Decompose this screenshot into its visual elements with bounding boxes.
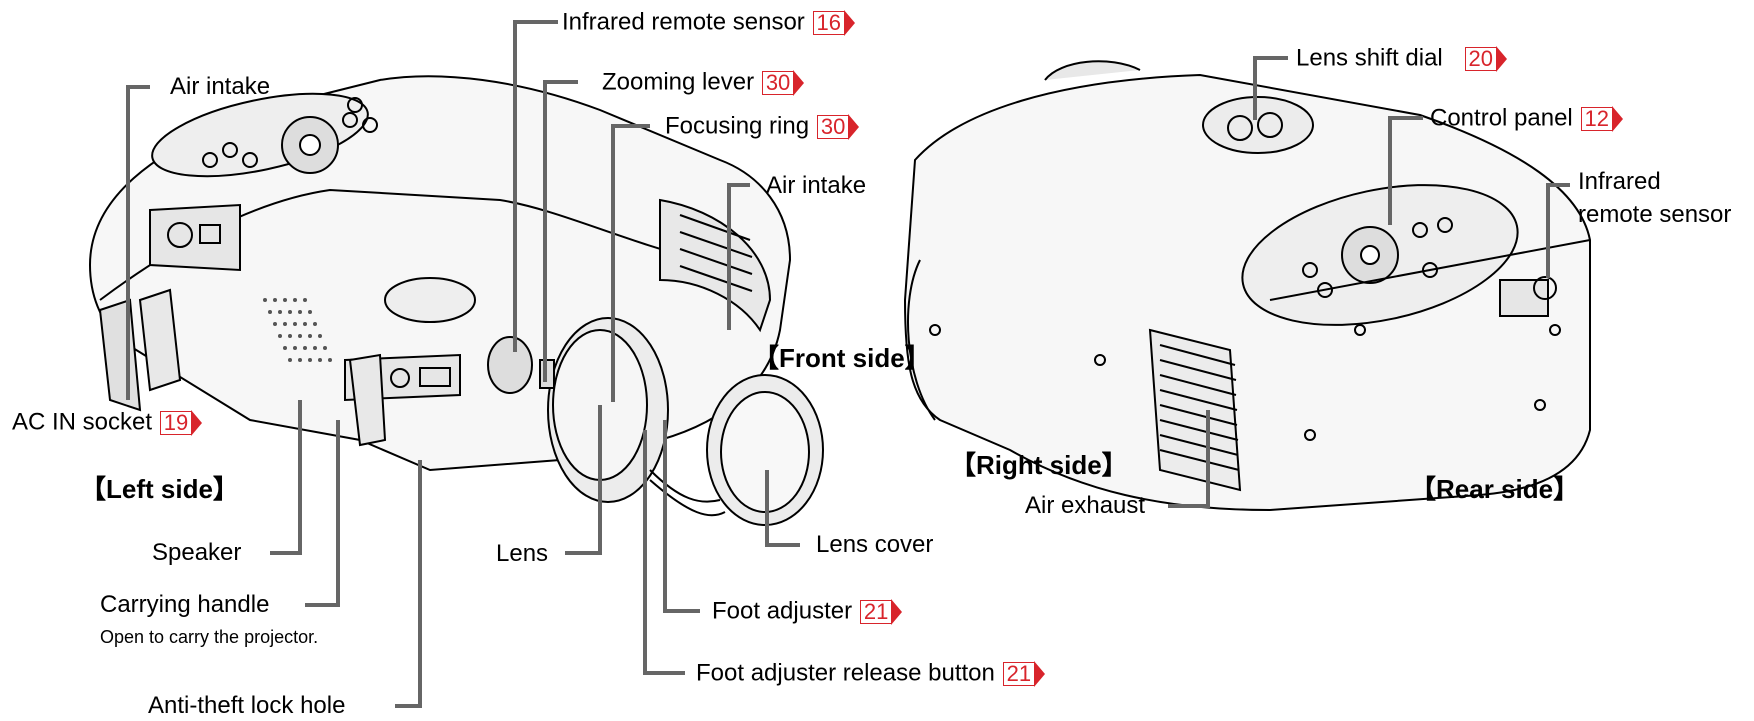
side-label-rear: 【Rear side】 — [1410, 474, 1580, 504]
page-ref-arrow-icon: 16 — [812, 10, 855, 36]
page-ref-arrow-icon: 19 — [160, 410, 203, 436]
side-label-front: 【Front side】 — [753, 343, 931, 373]
label-air-intake-left: Air intake — [170, 73, 271, 100]
page-ref-arrow-icon: 30 — [817, 114, 860, 140]
label-air-intake-front: Air intake — [766, 172, 867, 199]
label-air-exhaust: Air exhaust — [1025, 492, 1146, 519]
label-infrared-remote-sensor-rear-line2: remote sensor — [1578, 201, 1732, 228]
label-anti-theft-lock-hole: Anti-theft lock hole — [148, 692, 346, 719]
page-ref-arrow-icon: 12 — [1580, 106, 1623, 132]
label-lens: Lens — [496, 540, 549, 567]
leader-lines — [126, 20, 1570, 708]
page-ref-arrow-icon: 21 — [860, 599, 903, 625]
speaker-grille — [263, 298, 332, 362]
side-label-left: 【Left side】 — [80, 474, 239, 504]
carrying-handle-note: Open to carry the projector. — [100, 627, 319, 647]
side-label-right: 【Right side】 — [950, 450, 1128, 480]
label-infrared-remote-sensor-rear-line1: Infrared — [1578, 168, 1661, 195]
page-ref-arrow-icon: 30 — [762, 70, 805, 96]
label-speaker: Speaker — [152, 539, 242, 566]
label-lens-cover: Lens cover — [816, 531, 934, 558]
page-ref-arrow-icon: 21 — [1002, 661, 1045, 687]
left-projector-drawing — [88, 75, 824, 526]
right-projector-drawing — [903, 60, 1591, 512]
label-carrying-handle: Carrying handle — [100, 591, 270, 618]
page-ref-arrow-icon: 20 — [1464, 46, 1507, 72]
